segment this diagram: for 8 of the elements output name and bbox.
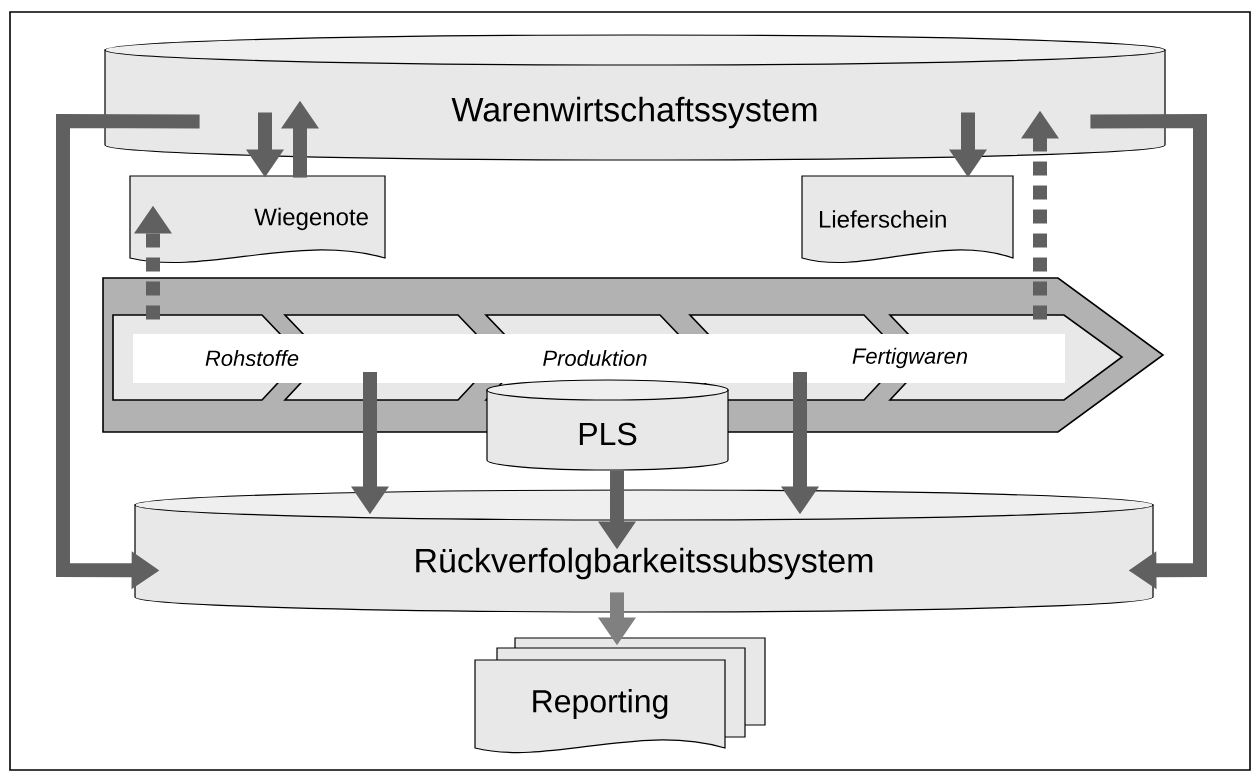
database-cylinder: Rückverfolgbarkeitssubsystem (134, 489, 1154, 613)
stage-label: Fertigwaren (852, 347, 968, 369)
stage-label: Rohstoffe (205, 349, 299, 367)
stage-label: Produktion (543, 349, 647, 367)
database-cylinder: Warenwirtschaftssystem (104, 34, 1166, 161)
database-cylinder: PLS (486, 379, 729, 471)
document-stack: Reporting (474, 637, 766, 754)
arrow (1090, 113, 1207, 590)
